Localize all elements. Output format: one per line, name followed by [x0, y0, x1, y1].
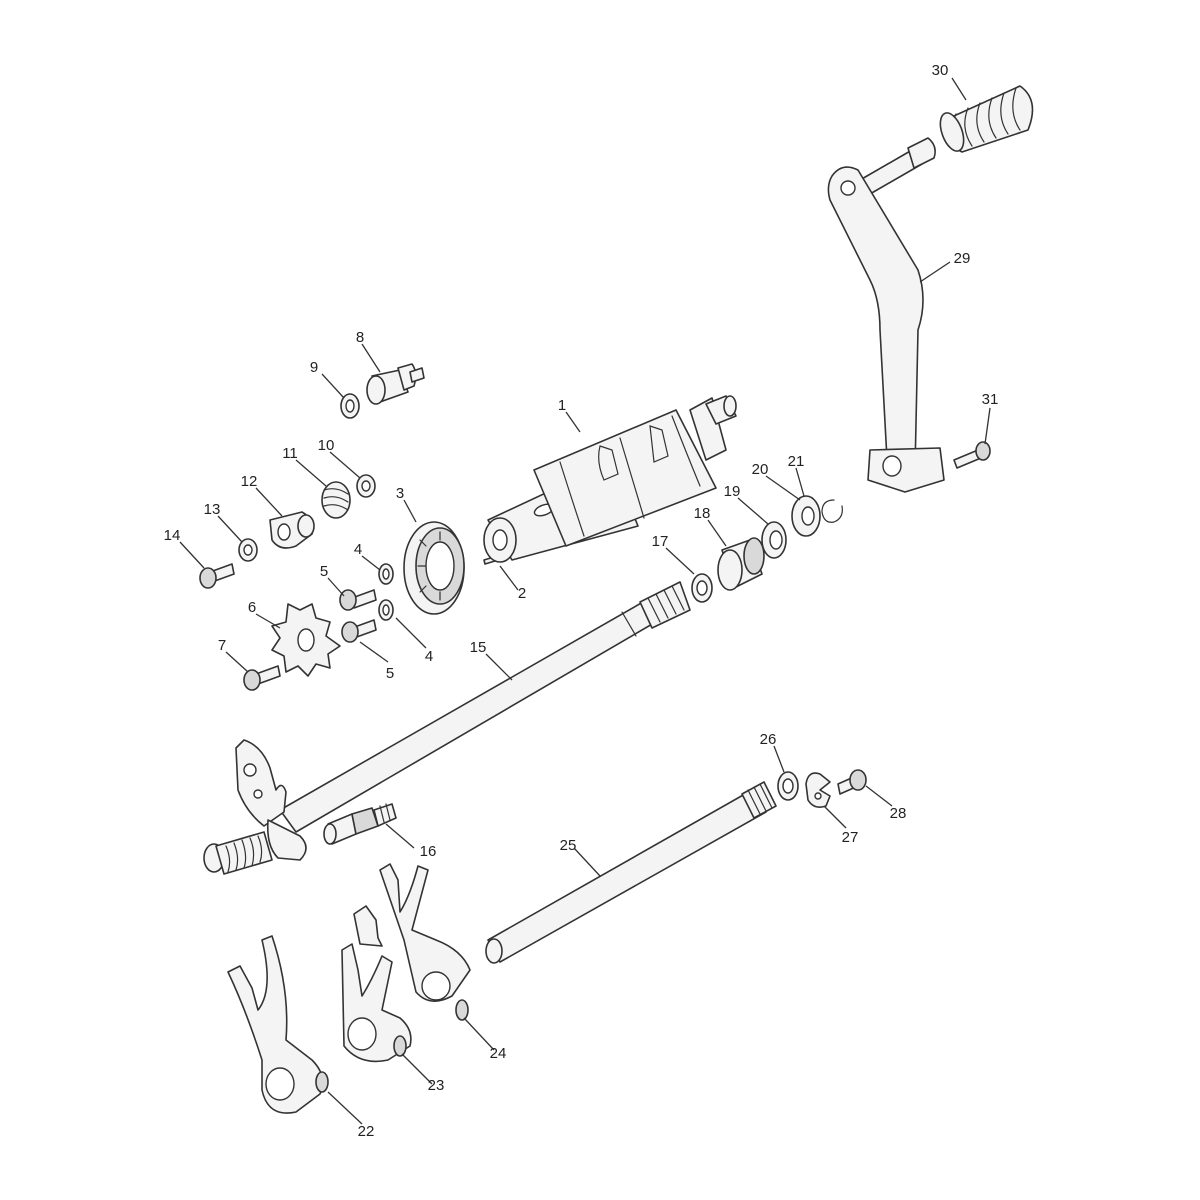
leader-lines: [179, 77, 991, 1125]
callout-3: 3: [396, 485, 404, 502]
part-1-change-drum: [483, 395, 737, 563]
callout-30: 30: [932, 62, 949, 79]
part-5-bolt-upper: [339, 589, 377, 611]
callout-1: 1: [558, 397, 566, 414]
callout-20: 20: [752, 461, 769, 478]
callout-9: 9: [310, 359, 318, 376]
part-13-washer: [238, 538, 258, 562]
part-5-bolt-lower: [341, 619, 377, 643]
part-19-oil-seal: [761, 521, 787, 559]
part-6-star-plate: [271, 603, 341, 677]
part-16-stud: [323, 803, 397, 845]
callout-21: 21: [788, 453, 805, 470]
part-22-selector-fork: [227, 935, 329, 1114]
callout-15: 15: [470, 639, 487, 656]
callout-18: 18: [694, 505, 711, 522]
part-23-selector-fork: [341, 943, 412, 1063]
callout-6: 6: [248, 599, 256, 616]
callout-5-upper: 5: [320, 563, 328, 580]
part-9-washer: [340, 393, 360, 419]
part-27-retaining-plate: [805, 772, 831, 808]
part-11-spring: [321, 481, 351, 519]
callout-12: 12: [241, 473, 258, 490]
pedal-pivot-pin: [859, 137, 936, 195]
part-17-washer: [691, 573, 713, 603]
callout-16: 16: [420, 843, 437, 860]
callout-10: 10: [318, 437, 335, 454]
callout-17: 17: [652, 533, 669, 550]
callout-4-upper: 4: [354, 541, 362, 558]
part-28-bolt: [837, 769, 867, 795]
callout-13: 13: [204, 501, 221, 518]
part-3-bearing: [403, 521, 465, 615]
part-12-stopper-arm: [269, 511, 315, 549]
part-4-washer-lower: [378, 599, 394, 621]
callout-19: 19: [724, 483, 741, 500]
callout-5-lower: 5: [386, 665, 394, 682]
part-26-washer: [777, 771, 799, 801]
part-18-bush: [717, 537, 765, 591]
part-15-selector-shaft: [203, 581, 691, 875]
callout-25: 25: [560, 837, 577, 854]
callout-4-lower: 4: [425, 648, 433, 665]
part-29-gear-pedal: [827, 166, 945, 493]
part-14-bolt: [199, 563, 235, 589]
callout-29: 29: [954, 250, 971, 267]
part-4-washer-upper: [378, 563, 394, 585]
callout-labels: 30 29 31 8 9 10 11 12 13 14 3 1 4 5 2 6 …: [164, 62, 999, 1140]
part-20-washer: [791, 495, 821, 537]
callout-28: 28: [890, 805, 907, 822]
callout-22: 22: [358, 1123, 375, 1140]
callout-8: 8: [356, 329, 364, 346]
callout-24: 24: [490, 1045, 507, 1062]
part-8-stopper-bolt: [366, 363, 425, 405]
callout-14: 14: [164, 527, 181, 544]
part-10-washer: [356, 474, 376, 498]
callout-11: 11: [282, 445, 298, 462]
callout-23: 23: [428, 1077, 445, 1094]
part-21-circlip: [821, 499, 843, 523]
part-7-bolt: [243, 665, 281, 691]
part-24-selector-fork: [353, 863, 471, 1021]
callout-2: 2: [518, 585, 526, 602]
part-30-pedal-rubber: [939, 85, 1034, 153]
part-25-fork-rod: [485, 781, 777, 964]
callout-27: 27: [842, 829, 859, 846]
callout-31: 31: [982, 391, 999, 408]
callout-7: 7: [218, 637, 226, 654]
part-31-pedal-bolt: [953, 441, 991, 469]
callout-26: 26: [760, 731, 777, 748]
